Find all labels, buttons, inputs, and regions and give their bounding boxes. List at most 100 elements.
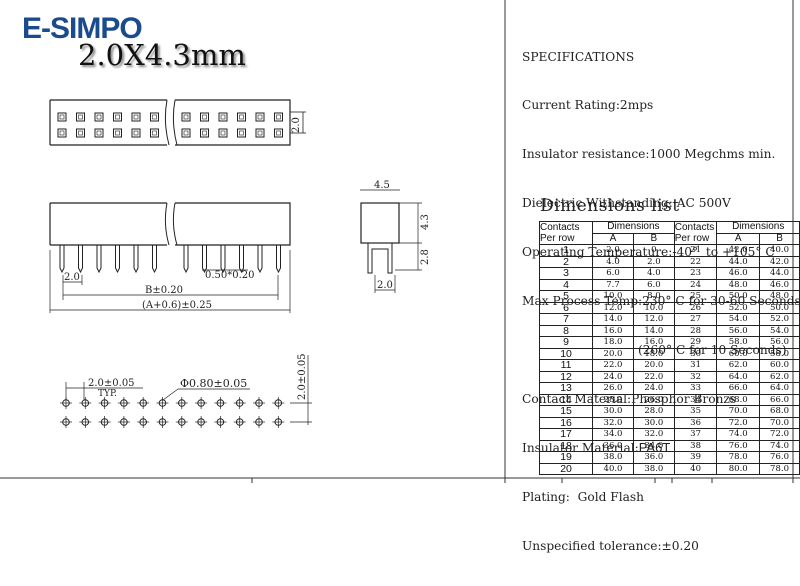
front-view: 2.0 0.50*0.20 B±0.20 (A+0.6)±0.25 [49, 202, 291, 313]
side-view: 4.5 4.3 2.8 2.0 [360, 180, 431, 293]
pcb-hole-grid [60, 397, 285, 428]
contact-count-cell: 28 [673, 324, 718, 337]
contact-count-cell: 23 [673, 267, 718, 280]
pcb-hole [137, 416, 150, 428]
contact-hole [181, 128, 191, 138]
contact-hole [150, 112, 159, 122]
contact-count-cell: 40 [673, 462, 718, 475]
pcb-hole [233, 416, 246, 428]
contact-hole [150, 128, 159, 138]
dimension-cell: 30.0 [592, 405, 634, 418]
dimension-cell: 12.0 [632, 313, 675, 326]
pin [78, 245, 83, 274]
spec-line: Dielectric Withstanding: AC 500V [522, 196, 731, 211]
pcb-hole [60, 416, 72, 428]
contact-hole-inner [220, 114, 226, 120]
pin [202, 245, 207, 274]
dimension-cell: 62.0 [759, 370, 800, 383]
contact-hole-inner [152, 130, 157, 136]
contact-count-cell: 7 [538, 313, 594, 326]
dimension-cell: 20.0 [632, 359, 675, 372]
contact-hole-inner [115, 114, 120, 120]
spec-heading: SPECIFICATIONS [522, 49, 635, 64]
contact-hole-inner [59, 130, 65, 136]
pin [276, 245, 281, 274]
contact-count-cell: 27 [673, 313, 718, 326]
dimension-cell: 40.0 [592, 462, 634, 475]
dimension-cell: 56.0 [716, 324, 761, 337]
dimensions-table: Contacts Dimensions Contacts Dimensions … [538, 221, 800, 475]
contact-count-cell: 1 [538, 244, 594, 257]
dimension-cell: 42.0 [759, 255, 800, 268]
contact-hole [218, 112, 228, 122]
contact-count-cell: 9 [538, 336, 594, 349]
dimension-cell: 38.0 [632, 462, 675, 475]
contact-hole [237, 112, 246, 122]
dimension-cell: 72.0 [716, 416, 761, 429]
contact-count-cell: 34 [673, 393, 718, 406]
contact-count-cell: 6 [538, 301, 594, 314]
contact-count-cell: 17 [538, 428, 594, 441]
contact-hole-inner [276, 130, 281, 136]
pcb-hole [117, 397, 130, 409]
pcb-hole [272, 416, 285, 428]
side-pin-pitch-label: 2.0 [377, 280, 393, 291]
spec-line: Current Rating:2mps [522, 98, 654, 113]
table-header-row: Per row A B Per row A B [538, 232, 800, 245]
table-header-row: Contacts Dimensions Contacts Dimensions [538, 221, 800, 233]
dimension-cell: 0 [632, 244, 675, 257]
contact-hole [57, 128, 67, 138]
pcb-hole [175, 416, 188, 428]
contact-hole-inner [78, 130, 83, 136]
drawing-sheet: 2.0 2.0 0.50*0.20 B±0.20 (A+0.6)±0.25 [0, 0, 800, 553]
contact-hole [94, 128, 104, 138]
contact-hole-inner [183, 130, 189, 136]
pcb-hole [175, 397, 188, 409]
contact-hole-inner [133, 114, 139, 120]
pcb-hole [137, 397, 150, 409]
contact-count-cell: 36 [673, 416, 718, 429]
pin [96, 245, 102, 274]
contact-count-cell: 5 [538, 290, 594, 303]
pin [115, 245, 120, 274]
header-a: A [716, 232, 761, 245]
dimension-cell: 42.0 [716, 244, 761, 257]
contact-hole [255, 112, 265, 122]
hole-typ-label: TYP. [98, 389, 117, 399]
pin [183, 245, 189, 274]
pcb-hole [117, 416, 130, 428]
dimension-cell: 24.0 [632, 382, 675, 395]
pcb-layout: 2.0±0.05 TYP. Φ0.80±0.05 2.0±0.05 [60, 353, 312, 428]
dimension-cell: 76.0 [759, 451, 800, 464]
dimension-cell: 64.0 [716, 370, 761, 383]
dimension-cell: 60.0 [759, 359, 800, 372]
dimension-cell: 4.0 [592, 255, 634, 268]
dimension-cell: 14.0 [632, 324, 675, 337]
dimension-cell: 76.0 [716, 439, 761, 452]
contact-count-cell: 14 [538, 393, 594, 406]
contact-hole [94, 112, 104, 122]
dimensions-list-title: Dimensions list [540, 196, 680, 216]
dimension-cell: 50.0 [759, 301, 800, 314]
contact-count-cell: 13 [538, 382, 594, 395]
dimension-cell: 52.0 [716, 301, 761, 314]
dimension-cell: 58.0 [759, 347, 800, 360]
side-width-label: 4.5 [374, 180, 390, 191]
dimension-cell: 74.0 [716, 428, 761, 441]
spec-tolerance: Unspecified tolerance:±0.20 [522, 538, 699, 553]
contact-hole [218, 128, 228, 138]
dimension-cell: 56.0 [759, 336, 800, 349]
contact-count-cell: 31 [673, 359, 718, 372]
contact-hole [131, 112, 141, 122]
dimension-cell: 12.0 [592, 301, 634, 314]
